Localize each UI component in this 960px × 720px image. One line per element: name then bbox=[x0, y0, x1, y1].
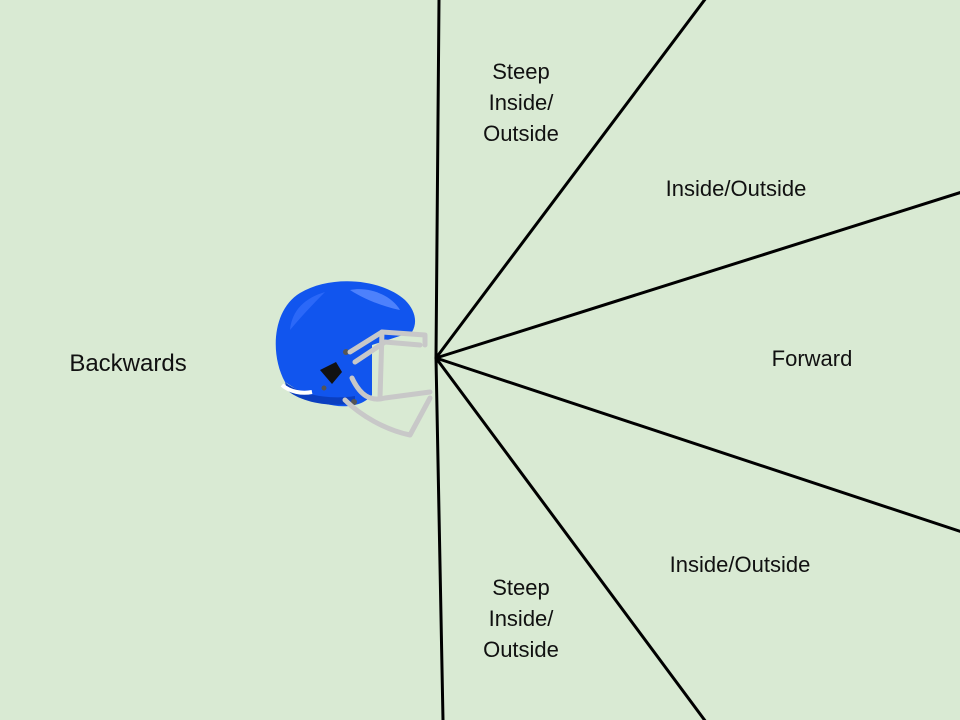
divider-line-shallow-upper bbox=[434, 191, 960, 360]
label-inside-outside-lower: Inside/Outside bbox=[669, 552, 811, 577]
label-steep-lower-line-1: Steep bbox=[492, 575, 550, 600]
divider-line-steep-lower bbox=[434, 356, 707, 720]
label-steep-lower: Steep Inside/ Outside bbox=[460, 572, 582, 665]
zone-dividers bbox=[434, 0, 960, 720]
divider-line-shallow-lower bbox=[434, 356, 960, 533]
label-steep-upper-line-2: Inside/ bbox=[488, 90, 554, 115]
label-forward: Forward bbox=[771, 346, 853, 371]
label-backwards: Backwards bbox=[69, 350, 187, 377]
football-helmet-icon bbox=[275, 281, 433, 438]
divider-line-vertical-bottom bbox=[434, 356, 445, 720]
label-steep-lower-line-3: Outside bbox=[483, 637, 559, 662]
label-inside-outside-upper: Inside/Outside bbox=[665, 176, 807, 201]
divider-line-vertical-top bbox=[434, 0, 441, 360]
label-steep-upper-line-1: Steep bbox=[492, 59, 550, 84]
divider-line-steep-upper bbox=[434, 0, 707, 360]
label-steep-upper: Steep Inside/ Outside bbox=[460, 56, 582, 149]
label-steep-upper-line-3: Outside bbox=[483, 121, 559, 146]
label-steep-lower-line-2: Inside/ bbox=[488, 606, 554, 631]
